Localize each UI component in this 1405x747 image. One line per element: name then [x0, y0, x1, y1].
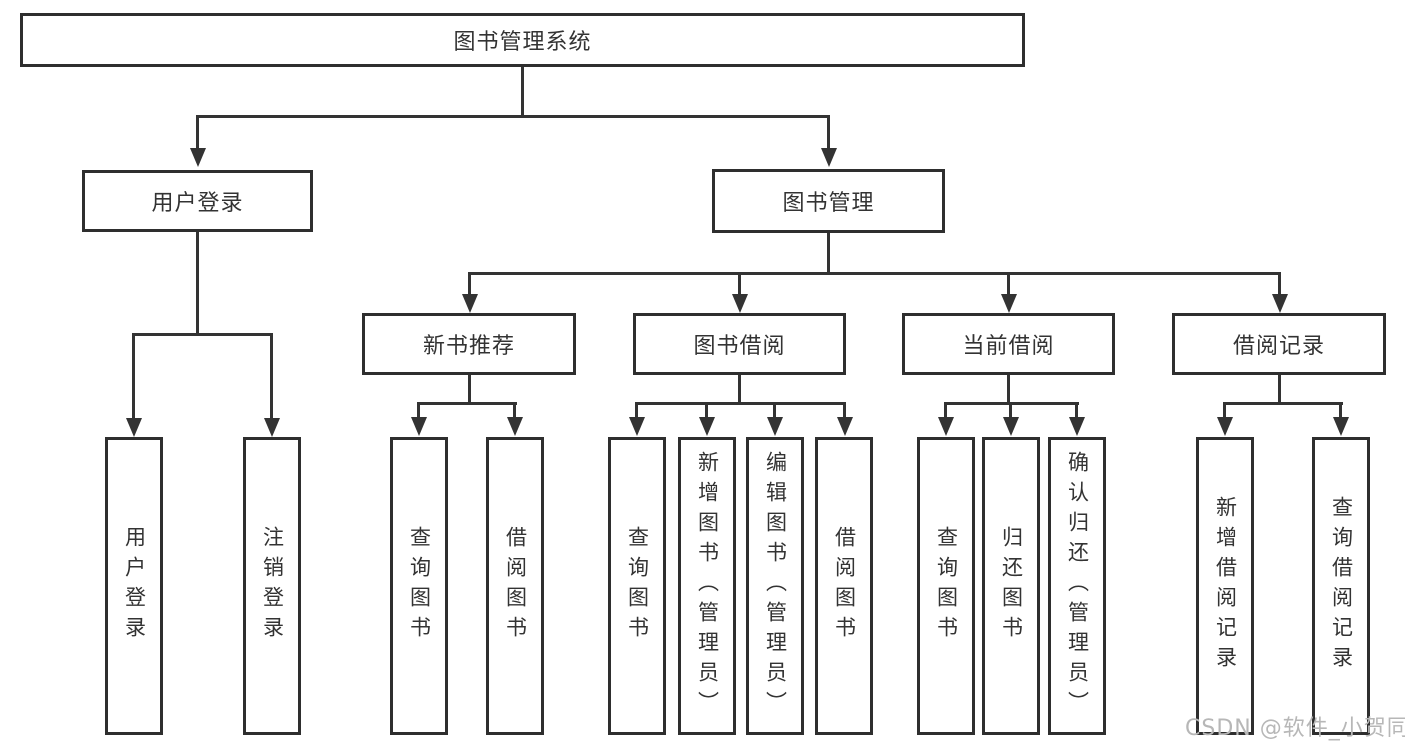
- node-borrow-records: 借阅记录: [1172, 313, 1386, 375]
- leaf-records-add-record: 新增借阅记录: [1196, 437, 1254, 735]
- connector-line: [1223, 402, 1343, 405]
- node-label: 图书管理: [782, 191, 875, 216]
- connector-line: [196, 115, 830, 118]
- connector-line: [468, 272, 471, 294]
- connector-line: [843, 402, 846, 417]
- csdn-watermark: CSDN @软件_小贺同学: [1185, 716, 1405, 741]
- leaf-borrow-borrow-books: 借阅图书: [815, 437, 873, 735]
- connector-line: [1278, 375, 1281, 405]
- node-label: 查询借阅记录: [1329, 496, 1354, 676]
- leaf-logout: 注销登录: [243, 437, 301, 735]
- arrow-down-icon: [732, 294, 748, 313]
- arrow-down-icon: [938, 417, 954, 436]
- node-label: 借阅图书: [832, 526, 857, 646]
- node-label: 新书推荐: [422, 334, 515, 359]
- connector-line: [738, 375, 741, 405]
- leaf-newbook-borrow-books: 借阅图书: [486, 437, 544, 735]
- node-label: 编辑图书（管理员）: [763, 451, 788, 721]
- arrow-down-icon: [1217, 417, 1233, 436]
- arrow-down-icon: [190, 148, 206, 167]
- arrow-down-icon: [1333, 417, 1349, 436]
- connector-line: [270, 333, 273, 418]
- arrow-down-icon: [699, 417, 715, 436]
- arrow-down-icon: [767, 417, 783, 436]
- node-label: 图书借阅: [693, 334, 786, 359]
- connector-line: [738, 272, 741, 294]
- arrow-down-icon: [264, 418, 280, 437]
- connector-line: [827, 115, 830, 148]
- arrow-down-icon: [837, 417, 853, 436]
- leaf-borrow-query-books: 查询图书: [608, 437, 666, 735]
- node-new-book-recommend: 新书推荐: [362, 313, 576, 375]
- node-label: 借阅记录: [1232, 334, 1325, 359]
- connector-line: [513, 402, 516, 417]
- node-label: 当前借阅: [962, 334, 1055, 359]
- connector-line: [1009, 402, 1012, 417]
- leaf-current-return-books: 归还图书: [982, 437, 1040, 735]
- connector-line: [705, 402, 708, 417]
- arrow-down-icon: [1001, 294, 1017, 313]
- node-label: 借阅图书: [503, 526, 528, 646]
- connector-line: [1339, 402, 1342, 417]
- connector-line: [944, 402, 947, 417]
- node-book-borrow: 图书借阅: [633, 313, 846, 375]
- node-label: 用户登录: [122, 526, 147, 646]
- leaf-user-login: 用户登录: [105, 437, 163, 735]
- connector-line: [1075, 402, 1078, 417]
- arrow-down-icon: [1069, 417, 1085, 436]
- node-user-login: 用户登录: [82, 170, 313, 232]
- arrow-down-icon: [1003, 417, 1019, 436]
- arrow-down-icon: [629, 417, 645, 436]
- node-label: 用户登录: [151, 191, 244, 216]
- node-label: 查询图书: [407, 526, 432, 646]
- node-label: 新增借阅记录: [1213, 496, 1238, 676]
- arrow-down-icon: [1272, 294, 1288, 313]
- node-label: 图书管理系统: [453, 30, 592, 55]
- leaf-newbook-query-books: 查询图书: [390, 437, 448, 735]
- node-root: 图书管理系统: [20, 13, 1025, 67]
- leaf-records-query-record: 查询借阅记录: [1312, 437, 1370, 735]
- connector-line: [468, 272, 1281, 275]
- connector-line: [196, 232, 199, 336]
- arrow-down-icon: [411, 417, 427, 436]
- connector-line: [196, 115, 199, 148]
- arrow-down-icon: [507, 417, 523, 436]
- leaf-current-query-books: 查询图书: [917, 437, 975, 735]
- node-label: 查询图书: [934, 526, 959, 646]
- arrow-down-icon: [462, 294, 478, 313]
- node-current-borrow: 当前借阅: [902, 313, 1115, 375]
- connector-line: [1223, 402, 1226, 417]
- connector-line: [417, 402, 420, 417]
- leaf-borrow-edit-books-admin: 编辑图书（管理员）: [746, 437, 804, 735]
- leaf-borrow-add-books-admin: 新增图书（管理员）: [678, 437, 736, 735]
- node-label: 新增图书（管理员）: [695, 451, 720, 721]
- node-label: 注销登录: [260, 526, 285, 646]
- connector-line: [417, 402, 517, 405]
- connector-line: [635, 402, 846, 405]
- connector-line: [635, 402, 638, 417]
- connector-line: [468, 375, 471, 405]
- node-label: 归还图书: [999, 526, 1024, 646]
- connector-line: [827, 233, 830, 275]
- connector-line: [773, 402, 776, 417]
- arrow-down-icon: [821, 148, 837, 167]
- arrow-down-icon: [126, 418, 142, 437]
- connector-line: [1278, 272, 1281, 294]
- leaf-current-confirm-return-admin: 确认归还（管理员）: [1048, 437, 1106, 735]
- node-book-management: 图书管理: [712, 169, 945, 233]
- node-label: 查询图书: [625, 526, 650, 646]
- node-label: 确认归还（管理员）: [1065, 451, 1090, 721]
- connector-line: [1007, 375, 1010, 405]
- connector-line: [521, 67, 524, 118]
- connector-line: [132, 333, 135, 418]
- connector-line: [1007, 272, 1010, 294]
- connector-line: [132, 333, 273, 336]
